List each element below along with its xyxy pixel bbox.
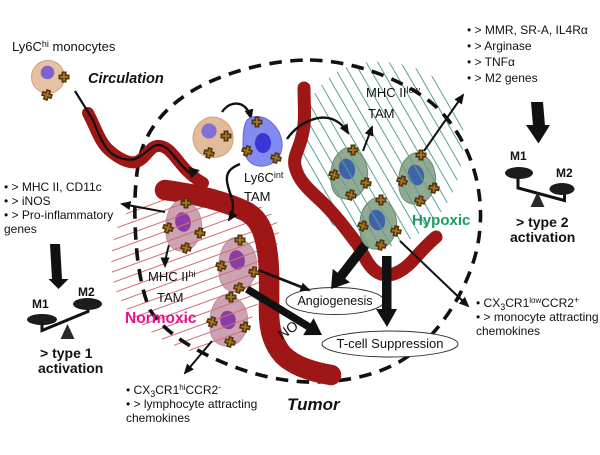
svg-text:• > Arginase: • > Arginase bbox=[467, 39, 532, 53]
svg-text:• > lymphocyte attracting: • > lymphocyte attracting bbox=[126, 397, 257, 411]
svg-text:• > TNFα: • > TNFα bbox=[467, 55, 515, 69]
svg-text:Circulation: Circulation bbox=[88, 71, 164, 87]
svg-text:chemokines: chemokines bbox=[476, 324, 540, 338]
svg-text:Tumor: Tumor bbox=[287, 395, 341, 414]
svg-text:M1: M1 bbox=[510, 149, 527, 163]
svg-text:activation: activation bbox=[510, 229, 575, 245]
svg-text:chemokines: chemokines bbox=[126, 411, 190, 425]
svg-text:• > monocyte attracting: • > monocyte attracting bbox=[476, 310, 599, 324]
svg-text:• > MMR, SR-A, IL4Rα: • > MMR, SR-A, IL4Rα bbox=[467, 23, 588, 37]
svg-text:Hypoxic: Hypoxic bbox=[412, 212, 470, 229]
svg-text:activation: activation bbox=[38, 360, 103, 376]
svg-text:Ly6Chi monocytes: Ly6Chi monocytes bbox=[12, 39, 116, 54]
svg-text:M2: M2 bbox=[556, 166, 573, 180]
svg-text:• > MHC II, CD11c: • > MHC II, CD11c bbox=[4, 180, 102, 194]
svg-text:M1: M1 bbox=[32, 297, 49, 311]
svg-text:> type 1: > type 1 bbox=[40, 345, 93, 361]
svg-text:• > M2 genes: • > M2 genes bbox=[467, 71, 538, 85]
svg-text:TAM: TAM bbox=[368, 106, 394, 121]
svg-text:M2: M2 bbox=[78, 285, 95, 299]
svg-text:TAM: TAM bbox=[244, 189, 270, 204]
svg-text:MHC IIhi: MHC IIhi bbox=[148, 269, 195, 284]
svg-text:Normoxic: Normoxic bbox=[125, 310, 197, 327]
svg-text:• CX3CR1hiCCR2-: • CX3CR1hiCCR2- bbox=[126, 382, 221, 399]
svg-text:• > Pro-inflammatory: • > Pro-inflammatory bbox=[4, 208, 113, 222]
svg-text:T-cell Suppression: T-cell Suppression bbox=[337, 336, 444, 351]
svg-text:> type 2: > type 2 bbox=[516, 214, 569, 230]
svg-text:TAM: TAM bbox=[157, 290, 183, 305]
svg-text:Angiogenesis: Angiogenesis bbox=[297, 294, 372, 308]
svg-text:genes: genes bbox=[4, 222, 37, 236]
svg-text:• > iNOS: • > iNOS bbox=[4, 194, 51, 208]
